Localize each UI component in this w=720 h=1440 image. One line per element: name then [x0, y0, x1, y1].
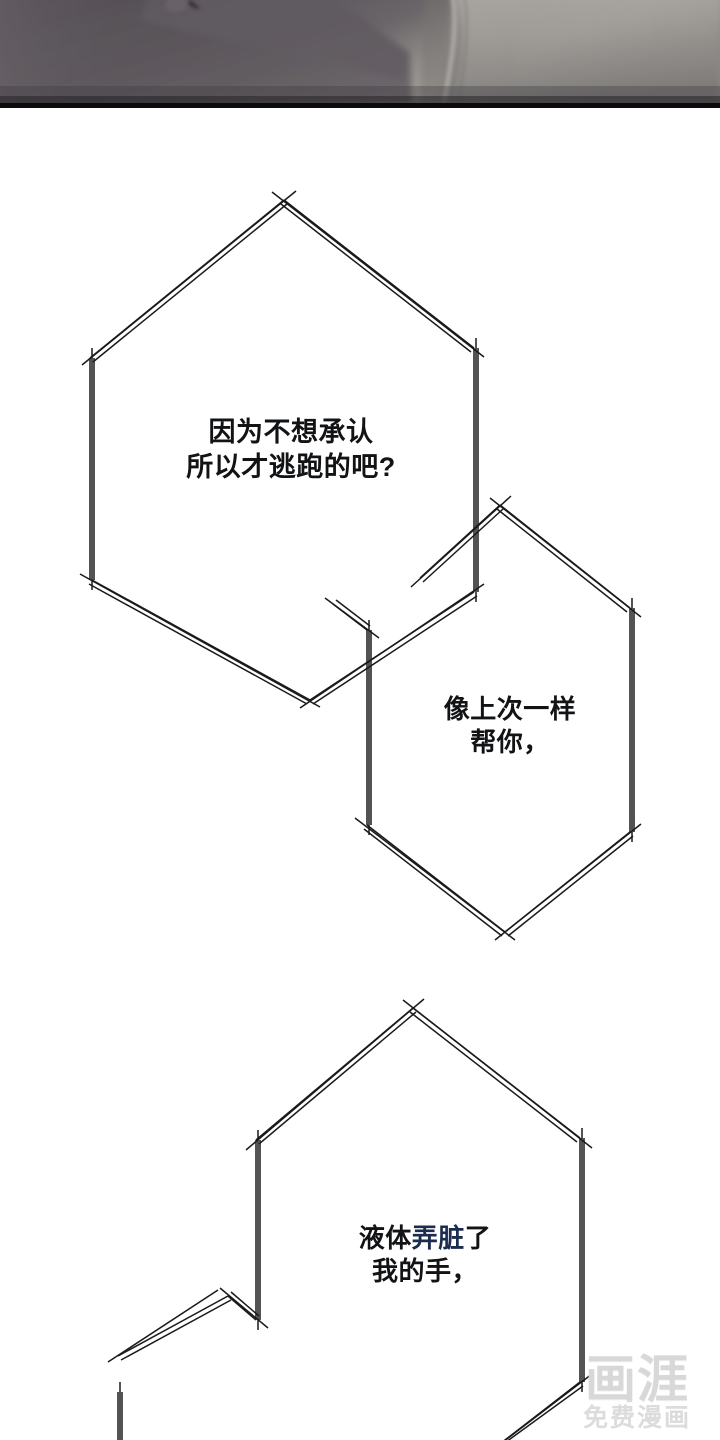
bubble-1-line-1: 因为不想承认: [208, 417, 374, 447]
speech-bubble-4-outline: [117, 1382, 123, 1440]
panel-divider-rule: [0, 103, 720, 108]
manga-art-panel: [0, 0, 720, 103]
speech-bubble-3: [100, 990, 620, 1440]
speech-bubble-2-text: 像上次一样 帮你，: [360, 693, 660, 760]
speech-bubble-3-text: 液体弄脏了 我的手，: [290, 1222, 560, 1289]
speech-bubble-1-text: 因为不想承认 所以才逃跑的吧?: [96, 415, 486, 484]
bubble-2-line-1: 像上次一样: [443, 694, 577, 724]
bubble-2-line-2: 帮你，: [470, 727, 550, 758]
bubble-1-line-2: 所以才逃跑的吧?: [186, 451, 396, 482]
speech-bubble-1-outline: [79, 190, 485, 709]
manga-art-image: [0, 0, 720, 103]
bubble-3-seg-1: 液体: [358, 1223, 412, 1253]
speech-bubble-1: [60, 180, 485, 740]
bubble-3-seg-3: 了: [464, 1223, 492, 1253]
speech-bubble-2: [324, 480, 675, 960]
bubble-3-line-2: 我的手，: [371, 1256, 478, 1287]
speech-bubble-2-outline: [324, 495, 642, 941]
speech-bubble-3-outline: [107, 998, 593, 1440]
bubble-3-line-1: 液体弄脏了: [290, 1222, 560, 1255]
bubble-3-seg-2-highlight: 弄脏: [411, 1223, 465, 1253]
speech-bubble-4-partial: [60, 1280, 720, 1440]
